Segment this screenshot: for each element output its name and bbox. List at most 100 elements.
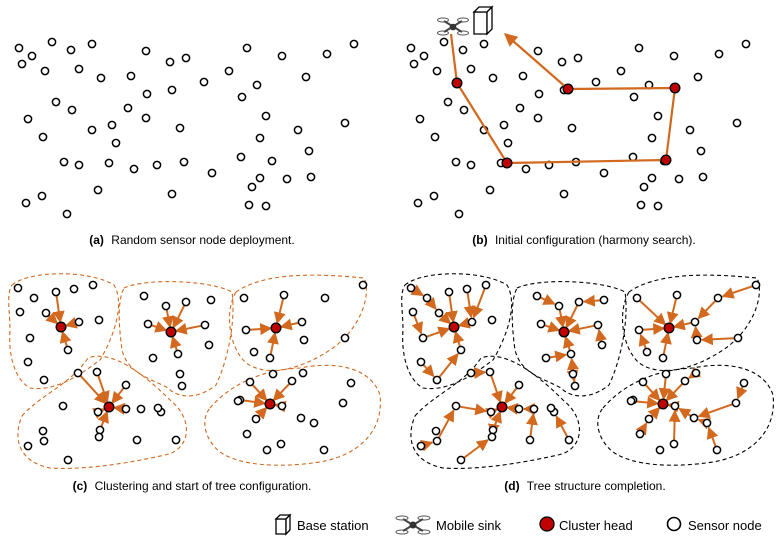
panel-c-caption: (c) Clustering and start of tree configu… (73, 479, 312, 493)
panel-d-caption: (d) Tree structure completion. (504, 479, 665, 493)
sensor-node (714, 49, 724, 59)
sensor-node (207, 168, 217, 178)
sensor-node (566, 349, 576, 359)
sensor-node (503, 138, 513, 148)
tree-link-arrow (445, 295, 458, 324)
sensor-node (39, 375, 49, 385)
sensor-node (299, 335, 309, 345)
tree-link-arrow (678, 407, 692, 420)
sensor-node (287, 376, 297, 386)
tree-link-arrow (422, 364, 435, 378)
sensor-node (107, 120, 117, 130)
panel-a-caption-text: Random sensor node deployment. (111, 233, 294, 247)
sensor-node (276, 439, 286, 449)
sensor-node (691, 368, 701, 378)
sensor-node (458, 45, 468, 55)
tree-link-arrow (273, 298, 286, 325)
tree-link-arrow (505, 402, 519, 415)
sensor-node (268, 369, 278, 379)
sensor-node (444, 287, 454, 297)
sensor-node (518, 71, 528, 81)
sensor-node (626, 396, 636, 406)
sensor-node (732, 118, 742, 128)
tree-link-arrow (267, 331, 279, 355)
sensor-node (59, 157, 69, 167)
tree-link-arrow (647, 406, 661, 420)
sensor-node (430, 132, 440, 142)
sensor-node (279, 290, 289, 300)
sensor-node (593, 320, 603, 330)
sensor-node (87, 39, 97, 49)
sensor-node (358, 280, 368, 290)
sensor-node (567, 123, 577, 133)
cluster-boundary (118, 281, 234, 397)
tree-link-arrow (64, 316, 78, 329)
cluster-boundary (622, 274, 760, 371)
sensor-node (255, 173, 265, 183)
sensor-node (165, 57, 175, 67)
tree-link-arrow (697, 418, 711, 430)
sensor-node (541, 353, 551, 363)
sensor-node (658, 353, 668, 363)
sensor-node (87, 125, 97, 135)
panel-b-label: (b) (472, 233, 487, 247)
sensor-node (456, 345, 466, 355)
mobile-sink-icon (395, 515, 431, 535)
sensor-node (74, 64, 84, 74)
sensor-node (429, 191, 439, 201)
sink-route-segment (449, 33, 459, 84)
sensor-node (267, 156, 277, 166)
base-station-icon (274, 513, 292, 536)
sensor-node (574, 297, 584, 307)
sink-route-segment (456, 82, 508, 164)
sensor-node (521, 164, 531, 174)
sensor-node (456, 455, 466, 465)
sensor-node (653, 201, 663, 211)
sensor-node (409, 59, 419, 69)
sensor-node (239, 293, 249, 303)
legend-cluster-head-label: Cluster head (559, 518, 633, 533)
sensor-node (298, 368, 308, 378)
sensor-node (459, 105, 469, 115)
sensor-node (277, 51, 287, 61)
sensor-node (525, 435, 535, 445)
tree-link-arrow (660, 331, 672, 355)
cluster-head (558, 326, 570, 338)
sensor-node (62, 209, 72, 219)
sensor-node (546, 403, 556, 413)
tree-link-arrow (666, 298, 679, 325)
tree-link-arrow (736, 386, 748, 400)
sensor-node (58, 401, 68, 411)
tree-link-arrow (544, 321, 561, 333)
sensor-node (148, 353, 158, 363)
sensor-node (121, 380, 131, 390)
panel-c-label: (c) (73, 479, 88, 493)
sensor-node (136, 404, 146, 414)
cluster-head (448, 321, 460, 333)
sensor-node (466, 160, 476, 170)
sensor-node (536, 319, 546, 329)
sensor-node (126, 71, 136, 81)
sensor-node (533, 113, 543, 123)
sensor-node (408, 307, 418, 317)
sensor-node (242, 43, 252, 53)
sensor-node (731, 398, 741, 408)
tree-link-arrow (638, 333, 651, 349)
sensor-node (514, 380, 524, 390)
sensor-node (481, 280, 491, 290)
sensor-node (121, 404, 131, 414)
sensor-node (432, 436, 442, 446)
cluster-boundary (410, 355, 580, 469)
tree-link-arrow (706, 426, 719, 447)
sensor-node (559, 189, 569, 199)
panel-d-caption-label: (d) (504, 479, 519, 493)
sensor-node (143, 319, 153, 329)
sensor-node (236, 152, 246, 162)
sensor-node (597, 340, 607, 350)
sensor-node (533, 46, 543, 56)
legend-sensor-node-label: Sensor node (688, 518, 762, 533)
sensor-node (672, 290, 682, 300)
sensor-node (247, 182, 257, 192)
tree-link-arrow (563, 335, 575, 351)
